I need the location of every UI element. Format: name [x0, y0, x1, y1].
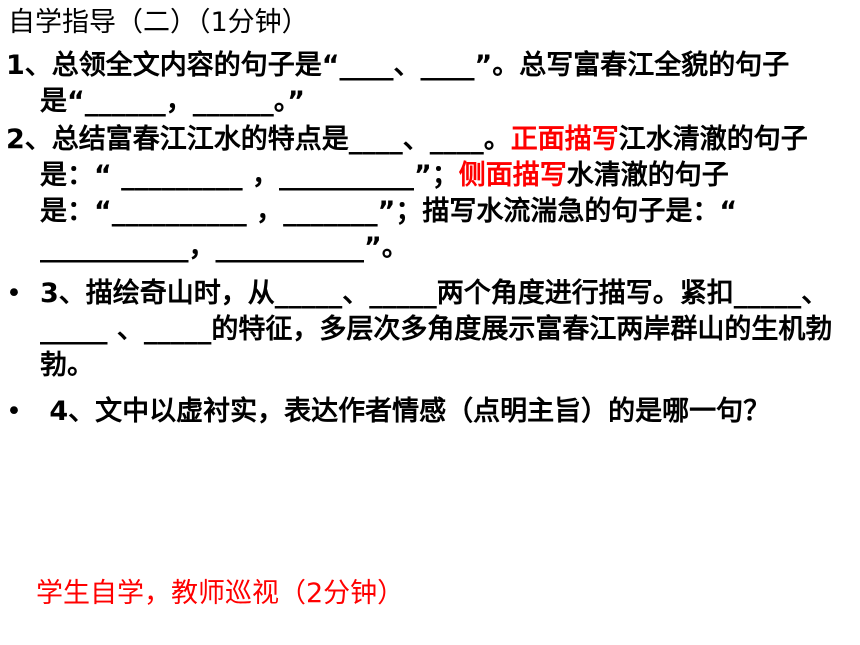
question-2: 2、总结富春江江水的特点是____、____。正面描写江水清澈的句子是：“ __… [6, 122, 854, 266]
slide-title: 自学指导（二）（1分钟） [8, 7, 309, 38]
question-1: 1、总领全文内容的句子是“____、____”。总写富春江全貌的句子是“____… [6, 48, 854, 120]
bullet-icon: • [6, 278, 22, 309]
question-4-text: 4、文中以虚衬实，表达作者情感（点明主旨）的是哪一句？ [40, 396, 771, 427]
question-3-text: 3、描绘奇山时，从_____、_____两个角度进行描写。紧扣_____、___… [40, 278, 833, 381]
question-list: 1、总领全文内容的句子是“____、____”。总写富春江全貌的句子是“____… [6, 48, 854, 430]
question-4: • 4、文中以虚衬实，表达作者情感（点明主旨）的是哪一句？ [6, 394, 854, 430]
question-3: • 3、描绘奇山时，从_____、_____两个角度进行描写。紧扣_____、__… [6, 276, 854, 384]
question-1-number: 1、 [6, 50, 52, 81]
question-2-highlight-side: 侧面描写 [458, 160, 567, 191]
bullet-icon: • [6, 396, 22, 427]
question-2-text-b: 江水清澈的句子是：“ _________ ，__________”； [40, 124, 808, 191]
footer-instruction: 学生自学，教师巡视（2分钟） [36, 578, 405, 609]
question-1-text: 总领全文内容的句子是“____、____”。总写富春江全貌的句子是“______… [40, 50, 790, 117]
question-2-text-a: 总结富春江江水的特点是____、____。 [51, 124, 511, 155]
question-2-text-c: 水清澈的句子是：“__________ ，_______”；描写水流湍急的句子是… [40, 160, 738, 263]
question-2-number: 2、 [6, 124, 52, 155]
question-2-highlight-front: 正面描写 [510, 124, 619, 155]
